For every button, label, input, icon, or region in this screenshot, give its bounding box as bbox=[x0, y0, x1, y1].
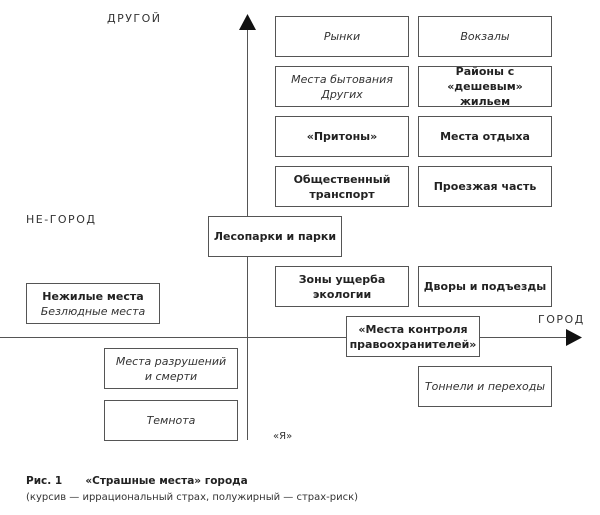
box-text: Места отдыха bbox=[440, 130, 530, 143]
box-text: Нежилые места bbox=[42, 289, 144, 303]
right-arrow-icon bbox=[566, 329, 582, 346]
box-text: Лесопарки и парки bbox=[213, 230, 337, 243]
box-text: Места бытования bbox=[291, 72, 393, 86]
axis-label-city: ГОРОД bbox=[538, 313, 585, 326]
figure-title: «Страшные места» города bbox=[85, 475, 248, 487]
box-text: Безлюдные места bbox=[40, 304, 146, 318]
box-nezhilye: Нежилые места Безлюдные места bbox=[26, 283, 160, 324]
figure-note: (курсив — иррациональный страх, полужирн… bbox=[26, 492, 359, 503]
box-rayony: Районы с «дешевым» жильем bbox=[418, 65, 552, 108]
box-zony: Зоны ущерба экологии bbox=[275, 266, 409, 307]
box-text: Места разрушений bbox=[115, 354, 227, 368]
box-text: Других bbox=[321, 87, 363, 101]
box-text: Рынки bbox=[323, 30, 361, 43]
box-vokzaly: Вокзалы bbox=[418, 16, 552, 57]
axis-label-non-city: НЕ-ГОРОД bbox=[26, 213, 97, 226]
box-tonneli: Тоннели и переходы bbox=[418, 366, 552, 407]
box-text: Проезжая часть bbox=[433, 180, 537, 193]
box-text: и смерти bbox=[144, 369, 198, 383]
box-text: Тоннели и переходы bbox=[424, 380, 546, 393]
box-text: Дворы и подъезды bbox=[423, 280, 547, 293]
box-text: «Места контроля bbox=[358, 322, 468, 336]
figure-label: Рис. 1 bbox=[26, 475, 63, 487]
box-text: экологии bbox=[312, 287, 372, 301]
box-mesta-bytovaniya: Места бытования Других bbox=[275, 66, 409, 107]
axis-label-other: ДРУГОЙ bbox=[107, 12, 162, 25]
box-text: Общественный bbox=[293, 172, 391, 186]
box-text: Вокзалы bbox=[460, 30, 510, 43]
figure-caption: Рис. 1 «Страшные места» города bbox=[26, 475, 248, 487]
box-text: Зоны ущерба bbox=[298, 272, 386, 286]
up-arrow-icon bbox=[239, 14, 256, 30]
box-lesoparki: Лесопарки и парки bbox=[208, 216, 342, 257]
box-kontrol: «Места контроля правоохранителей» bbox=[346, 316, 480, 357]
box-mesta-otdykha: Места отдыха bbox=[418, 116, 552, 157]
box-pritony: «Притоны» bbox=[275, 116, 409, 157]
box-text: правоохранителей» bbox=[349, 337, 477, 351]
box-text: транспорт bbox=[309, 187, 375, 201]
axis-label-self: «Я» bbox=[273, 431, 293, 442]
box-dvory: Дворы и подъезды bbox=[418, 266, 552, 307]
box-text: «Притоны» bbox=[306, 130, 378, 143]
horizontal-axis bbox=[0, 337, 568, 338]
box-text: Районы с «дешевым» bbox=[447, 65, 523, 93]
box-transport: Общественный транспорт bbox=[275, 166, 409, 207]
box-temnota: Темнота bbox=[104, 400, 238, 441]
box-text: Темнота bbox=[146, 414, 196, 427]
box-rynki: Рынки bbox=[275, 16, 409, 57]
box-razrusheniya: Места разрушений и смерти bbox=[104, 348, 238, 389]
box-proezzhaya: Проезжая часть bbox=[418, 166, 552, 207]
box-text: жильем bbox=[459, 95, 511, 108]
